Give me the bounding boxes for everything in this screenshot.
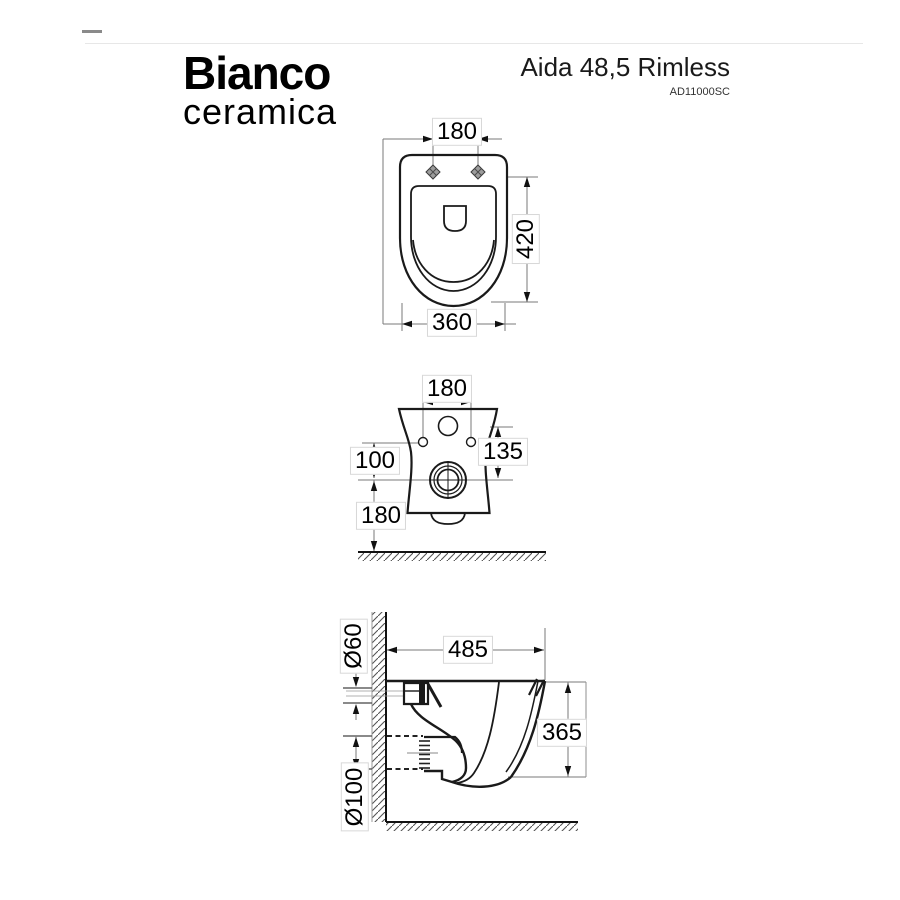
water-inlet-hole — [437, 415, 459, 437]
dim-side-depth: 485 — [442, 635, 494, 665]
fixing-hole-left — [417, 436, 429, 448]
brand-subname: ceramica — [183, 91, 338, 132]
dim-side-inlet-diameter: Ø60 — [339, 618, 369, 674]
outlet-hidden-pipe — [387, 735, 423, 770]
waste-outlet — [429, 461, 467, 499]
seat-hinge-left — [425, 164, 441, 180]
dim-top-length: 420 — [511, 213, 541, 265]
top-edge-artifact — [82, 30, 102, 33]
dim-side-height: 365 — [536, 718, 588, 748]
profile-front-inner — [505, 680, 539, 773]
product-code: AD11000SC — [669, 86, 730, 99]
inlet-flange-outline — [402, 681, 430, 706]
dim-front-holes-to-outlet: 100 — [349, 446, 401, 476]
top-view-water-spot — [443, 205, 467, 232]
profile-flush-channel — [424, 735, 464, 754]
front-view — [358, 396, 546, 561]
product-header: Aida 48,5 Rimless AD11000SC — [430, 52, 730, 99]
brand-logo: Bianco ceramica — [183, 50, 337, 130]
inlet-diagonal-pipe — [426, 683, 443, 708]
dim-side-outlet-diameter: Ø100 — [340, 762, 370, 832]
top-view-dim-arrows — [402, 135, 531, 328]
top-border-line — [85, 43, 863, 44]
dim-top-width: 360 — [426, 308, 478, 338]
fixing-hole-right — [465, 436, 477, 448]
top-view-outer-outline — [398, 153, 509, 308]
profile-front-outer — [510, 680, 547, 778]
dim-front-inlet-to-outlet: 135 — [477, 437, 529, 467]
side-view-wall — [371, 612, 387, 822]
side-view-toilet-profile — [386, 678, 547, 788]
dim-top-hinge-spacing: 180 — [431, 117, 483, 147]
side-view-floor — [386, 821, 578, 831]
front-view-floor — [358, 551, 546, 561]
product-title: Aida 48,5 Rimless — [520, 52, 730, 82]
profile-inner-bowl — [456, 681, 500, 784]
top-view-seat-outline — [410, 185, 497, 292]
front-view-body-outline — [397, 407, 499, 515]
dim-front-outlet-to-floor: 180 — [355, 501, 407, 531]
brand-name: Bianco — [183, 47, 331, 99]
outlet-seal-ribs — [419, 740, 430, 769]
profile-outer-back — [409, 703, 468, 784]
profile-underside — [424, 769, 512, 788]
inlet-flange-bar — [419, 684, 425, 703]
top-view-bowl-rim-arc — [412, 239, 495, 283]
side-view — [343, 612, 587, 831]
dim-front-hole-spacing: 180 — [421, 374, 473, 404]
seat-hinge-right — [470, 164, 486, 180]
profile-rim-tip — [528, 678, 545, 697]
front-view-trap-bump — [430, 512, 466, 525]
